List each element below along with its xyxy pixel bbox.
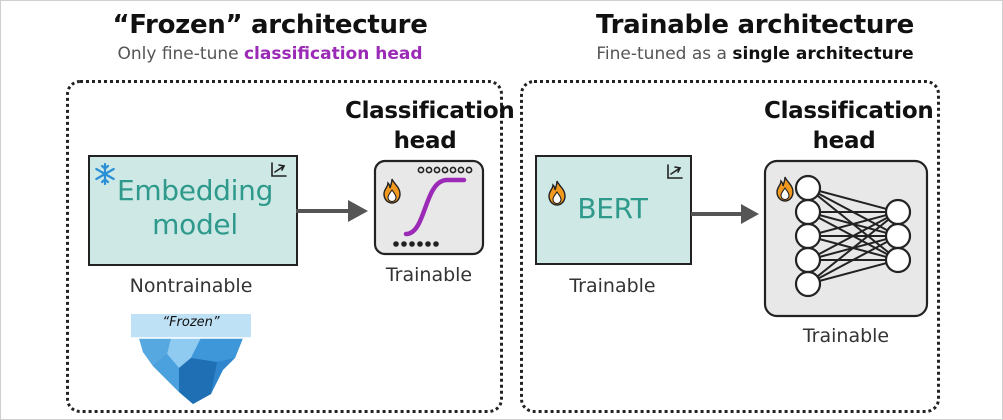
nn-node [794,174,822,202]
nn-node [794,198,822,226]
bert-model-box [535,155,692,265]
expand-icon [271,162,287,177]
neural-network-icon [763,159,929,318]
left-head-status: Trainable [385,264,473,286]
nn-node [884,222,912,250]
right-subtitle-highlight: single architecture [732,44,914,64]
iceberg-label: “Frozen” [162,315,220,330]
expand-icon [667,164,683,179]
sigmoid-head-box [373,159,485,256]
left-title: “Frozen” architecture [112,10,428,40]
right-panel [520,80,940,413]
embedding-model-label: Embedding model [110,174,280,242]
nn-node [884,198,912,226]
right-head-label-line2: head [812,128,876,154]
left-head-label-line1: Classification [345,98,515,124]
left-subtitle-highlight: classification head [243,44,423,64]
nn-edge [807,187,899,213]
nn-edge [807,259,899,285]
right-head-label: Classification head [764,96,934,156]
arrow-right-icon [691,204,759,224]
embedding-model-line2: model [152,208,238,241]
nn-node [794,222,822,250]
snowflake-icon [95,162,115,186]
flame-icon [776,176,794,202]
right-title: Trainable architecture [596,10,914,40]
left-head-label-line2: head [393,128,457,154]
nn-node [884,246,912,274]
right-head-label-line1: Classification [764,98,934,124]
right-subtitle-prefix: Fine-tuned as a [596,44,733,64]
bert-model-label: BERT [577,192,648,225]
left-panel [66,80,503,413]
iceberg-icon [131,314,251,404]
embedding-model-box [88,155,298,266]
nn-edge [807,211,899,285]
nn-node [794,246,822,274]
left-model-status: Nontrainable [129,275,253,297]
right-head-status: Trainable [802,325,890,347]
right-subtitle: Fine-tuned as a single architecture [530,44,980,64]
flame-icon [548,180,566,206]
nn-edge [807,235,899,285]
left-subtitle-prefix: Only fine-tune [117,44,244,64]
nn-edge [807,211,899,261]
left-subtitle: Only fine-tune classification head [60,44,480,64]
arrow-right-icon [296,200,368,222]
right-model-status: Trainable [569,275,656,297]
flame-icon [383,178,401,204]
nn-node [794,270,822,298]
left-head-label: Classification head [345,96,515,156]
nn-edge [807,211,899,237]
embedding-model-line1: Embedding [116,174,274,207]
